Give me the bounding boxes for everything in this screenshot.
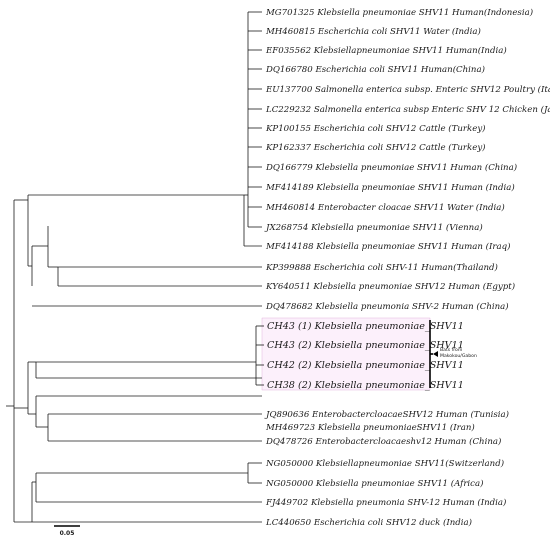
leaf-label: KP162337 Escherichia coli SHV12 Cattle (… — [265, 142, 486, 153]
leaf-label: NG050000 Klebsiella pneumoniae SHV11 (Af… — [265, 478, 483, 489]
tree-branches — [6, 11, 264, 523]
leaf-label: EU137700 Salmonella enterica subsp. Ente… — [265, 84, 550, 95]
leaf-label: FJ449702 Klebsiella pneumonia SHV-12 Hum… — [265, 497, 506, 508]
leaf-label: JQ890636 EnterobactercloacaeSHV12 Human … — [264, 409, 509, 420]
scale-label: 0.05 — [60, 530, 75, 537]
annotation-line-1: Bats from — [440, 347, 463, 353]
leaf-label: MF414189 Klebsiella pneumoniae SHV11 Hum… — [265, 182, 515, 193]
leaf-label: EF035562 Klebsiellapneumoniae SHV11 Huma… — [265, 45, 507, 56]
highlighted-leaf-label: CH42 (2) Klebsiella pneumoniae_SHV11 — [267, 360, 464, 371]
scale-bar: 0.05 — [54, 525, 80, 537]
highlighted-leaf-label: CH38 (2) Klebsiella pneumoniae_SHV11 — [267, 380, 464, 391]
leaf-label: MH469723 Klebsiella pneumoniaeSHV11 (Ira… — [265, 422, 475, 433]
leaf-labels: MG701325 Klebsiella pneumoniae SHV11 Hum… — [264, 7, 550, 528]
leaf-label: DQ478682 Klebsiella pneumonia SHV-2 Huma… — [265, 301, 509, 312]
leaf-label: NG050000 Klebsiellapneumoniae SHV11(Swit… — [265, 458, 504, 469]
highlighted-leaf-label: CH43 (2) Klebsiella pneumoniae_SHV11 — [267, 340, 464, 351]
leaf-label: KP100155 Escherichia coli SHV12 Cattle (… — [265, 123, 486, 134]
highlighted-leaf-label: CH43 (1) Klebsiella pneumoniae_SHV11 — [267, 321, 464, 332]
leaf-label: DQ166779 Klebsiella pneumoniae SHV11 Hum… — [265, 162, 517, 173]
leaf-label: MG701325 Klebsiella pneumoniae SHV11 Hum… — [265, 7, 533, 18]
highlight-background — [262, 318, 430, 390]
leaf-label: JX268754 Klebsiella pneumoniae SHV11 (Vi… — [264, 222, 483, 233]
leaf-label: KY640511 Klebsiella pneumoniae SHV12 Hum… — [265, 281, 515, 292]
leaf-label: KP399888 Escherichia coli SHV-11 Human(T… — [265, 262, 498, 273]
leaf-label: MF414188 Klebsiella pneumoniae SHV11 Hum… — [265, 241, 511, 252]
leaf-label: LC440650 Escherichia coli SHV12 duck (In… — [265, 517, 472, 528]
leaf-label: MH460814 Enterobacter cloacae SHV11 Wate… — [265, 202, 505, 213]
leaf-label: DQ478726 Enterobactercloacaeshv12 Human … — [265, 436, 501, 447]
leaf-label: DQ166780 Escherichia coli SHV11 Human(Ch… — [265, 64, 485, 75]
leaf-label: MH460815 Escherichia coli SHV11 Water (I… — [265, 26, 481, 37]
clade-bracket: Bats from Makokou/Gabon — [429, 320, 477, 388]
arrow-icon — [433, 351, 438, 357]
annotation-line-2: Makokou/Gabon — [440, 353, 477, 359]
leaf-label: LC229232 Salmonella enterica subsp Enter… — [265, 104, 550, 115]
